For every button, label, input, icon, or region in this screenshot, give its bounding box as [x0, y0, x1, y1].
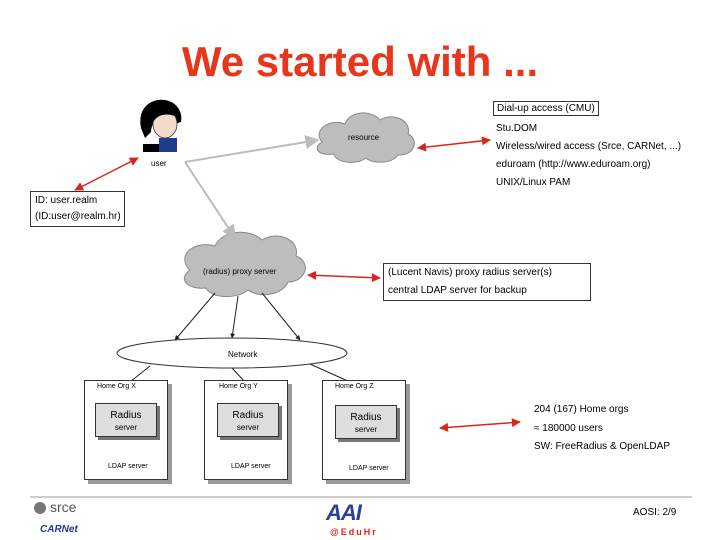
user-to-proxy-arrow [184, 161, 236, 240]
proxy-network-line-right [261, 292, 301, 341]
ldap-label: LDAP server [231, 463, 271, 470]
page-number: AOSI: 2/9 [633, 507, 677, 518]
home-org-x-box: Home Org X Radius server LDAP server [84, 380, 168, 480]
srce-logo-icon [34, 502, 46, 514]
network-org-z-line [309, 363, 351, 383]
proxy-label: (radius) proxy server [203, 267, 277, 276]
id-line: ID: user.realm [35, 195, 98, 206]
radius-label: Radius [350, 412, 382, 423]
user-to-resource-arrow [184, 135, 320, 163]
aai-caption: @EduHr [330, 527, 378, 537]
resource-cloud [316, 112, 415, 163]
org-name: Home Org Z [335, 383, 374, 390]
stats-software: SW: FreeRadius & OpenLDAP [534, 441, 670, 452]
server-label: server [354, 425, 378, 434]
aai-logo: AAI [326, 500, 362, 525]
srce-logo-text: srce [50, 499, 77, 515]
proxy-info-line: central LDAP server for backup [388, 285, 527, 296]
id-box: ID: user.realm (ID:user@realm.hr) [30, 191, 125, 227]
access-item: Stu.DOM [496, 123, 538, 134]
user-label: user [151, 159, 167, 168]
access-item: UNIX/Linux PAM [496, 177, 571, 188]
network-org-y-line [231, 367, 246, 383]
stats-users: ≈ 180000 users [534, 423, 603, 434]
server-label: server [236, 423, 260, 432]
access-item: Wireless/wired access (Srce, CARNet, ...… [496, 141, 682, 152]
radius-label: Radius [110, 410, 142, 421]
slide-title: We started with ... [181, 38, 539, 85]
proxy-to-info-arrow [307, 270, 381, 283]
proxy-cloud [184, 231, 306, 297]
user-avatar-icon [137, 98, 187, 154]
access-item: Dial-up access (CMU) [493, 101, 599, 116]
org-name: Home Org Y [219, 383, 258, 390]
network-org-x-line [129, 365, 151, 383]
user-to-id-arrow [74, 157, 139, 191]
id-line-email: (ID:user@realm.hr) [35, 211, 121, 222]
stats-home-orgs: 204 (167) Home orgs [534, 404, 629, 415]
proxy-info-box: (Lucent Navis) proxy radius server(s) ce… [383, 263, 591, 301]
radius-server-box: Radius server [95, 403, 157, 437]
srce-logo: srce [34, 499, 94, 517]
carnet-logo: CARNet [40, 524, 78, 535]
home-org-z-box: Home Org Z Radius server LDAP server [322, 380, 406, 480]
proxy-info-line: (Lucent Navis) proxy radius server(s) [388, 267, 552, 278]
resource-to-list-arrow [417, 136, 491, 152]
proxy-network-line-center [230, 295, 239, 339]
proxy-network-line-left [174, 292, 216, 341]
access-item: eduroam (http://www.eduroam.org) [496, 159, 651, 170]
ldap-label: LDAP server [108, 463, 148, 470]
radius-server-box: Radius server [217, 403, 279, 437]
radius-label: Radius [232, 410, 264, 421]
orgs-to-stats-arrow [439, 418, 521, 432]
network-label: Network [228, 350, 258, 359]
radius-server-box: Radius server [335, 405, 397, 439]
server-label: server [114, 423, 138, 432]
ldap-label: LDAP server [349, 465, 389, 472]
home-org-y-box: Home Org Y Radius server LDAP server [204, 380, 288, 480]
org-name: Home Org X [97, 383, 136, 390]
resource-label: resource [348, 133, 380, 142]
